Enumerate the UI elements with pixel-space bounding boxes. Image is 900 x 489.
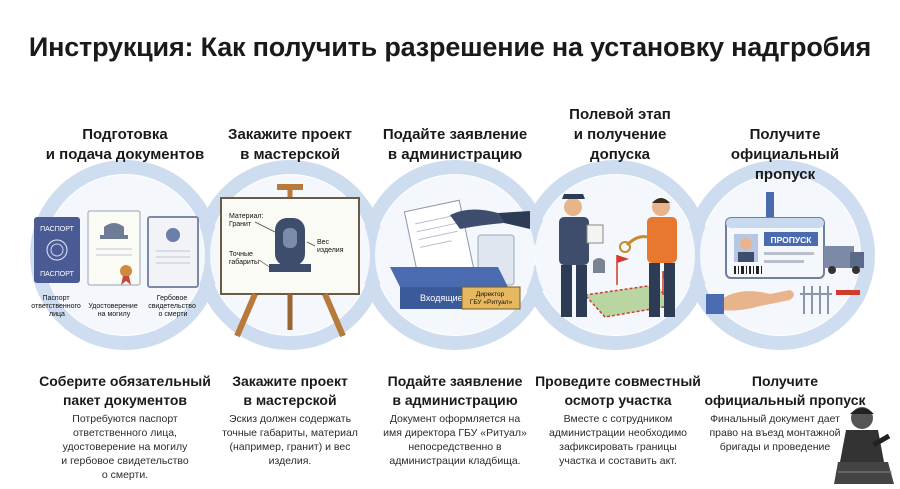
- svg-text:ПАСПОРТ: ПАСПОРТ: [40, 271, 74, 278]
- svg-text:ПАСПОРТ: ПАСПОРТ: [40, 226, 74, 233]
- svg-text:Удостоверение на могилу: Удостоверение на могилу: [88, 303, 139, 318]
- svg-text:Точные габариты: Точные габариты: [229, 251, 259, 266]
- easel-icon: Материал: Гранит Точные габариты Вес изд…: [220, 184, 360, 338]
- svg-text:Паспорт ответственного: Паспорт ответственного лица: [31, 295, 82, 318]
- svg-text:Материал: Гранит: Материал: Гранит: [229, 213, 265, 228]
- pass-badge-icon: ПРОПУСК: [706, 192, 864, 314]
- svg-text:ПРОПУСК: ПРОПУСК: [770, 235, 812, 245]
- inbox-tray-icon: Входящие Директор ГБУ «Ритуал»: [390, 199, 530, 310]
- inspection-icon: [559, 194, 677, 318]
- page-title: Инструкция: Как получить разрешение на у…: [28, 32, 872, 62]
- svg-text:Входящие: Входящие: [420, 293, 463, 303]
- svg-text:Вес изделия: Вес изделия: [317, 239, 344, 254]
- svg-text:Директор ГБУ «Ритуал»: Директор ГБУ «Ритуал»: [470, 291, 513, 306]
- documents-icon: ПАСПОРТ ПАСПОРТ Паспорт ответственного л…: [31, 210, 199, 318]
- stonemason-mascot-icon: [834, 407, 894, 484]
- svg-text:Гербовое свидетельство: Гербовое свидетельство о смерти: [148, 294, 198, 318]
